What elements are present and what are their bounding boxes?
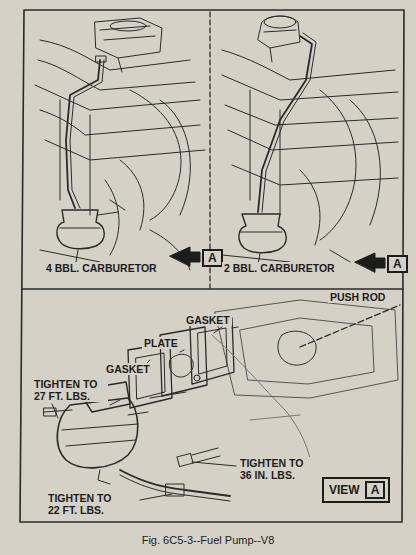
fuel-pump (57, 398, 137, 468)
bolt (177, 453, 193, 466)
engine-sketch-4bbl (35, 18, 205, 270)
figure-caption: Fig. 6C5-3--Fuel Pump--V8 (142, 534, 275, 546)
callout-letter: A (387, 255, 408, 273)
torque-note: TIGHTEN TO 27 FT. LBS. (32, 378, 108, 402)
panel-divider (209, 12, 210, 288)
figure-frame (20, 10, 404, 522)
callout-letter: A (202, 249, 223, 267)
part-label: 2 BBL. CARBURETOR (222, 262, 337, 274)
view-word: VIEW (329, 483, 360, 497)
fuel-line (66, 60, 100, 208)
view-arrow (170, 247, 200, 266)
torque-note: TIGHTEN TO 36 IN. LBS. (238, 457, 314, 481)
part-label: GASKET (104, 363, 152, 375)
push-rod (300, 305, 400, 347)
fuel-line (258, 36, 312, 212)
view-letter: A (365, 481, 386, 499)
part-label: 4 BBL. CARBURETOR (44, 262, 159, 274)
panel-divider (22, 288, 403, 290)
view-box: VIEW A (322, 477, 390, 503)
part-label: PUSH ROD (328, 291, 387, 303)
engine-sketch-2bbl (222, 16, 398, 270)
view-arrow (355, 253, 385, 272)
torque-note: TIGHTEN TO 22 FT. LBS. (46, 492, 122, 516)
fuel-pump (57, 210, 104, 249)
part-label: GASKET (184, 314, 232, 326)
part-label: PLATE (142, 337, 180, 349)
fuel-pump (239, 214, 286, 253)
